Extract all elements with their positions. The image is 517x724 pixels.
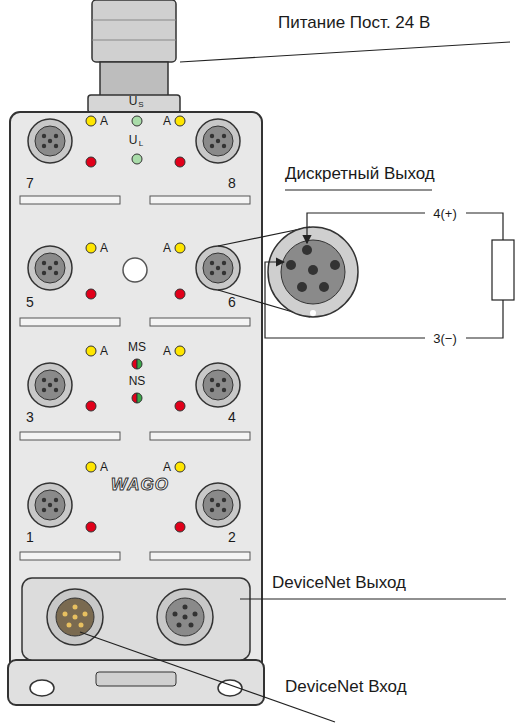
led-label: A <box>163 242 171 254</box>
callout-label: DeviceNet Вход <box>285 678 407 695</box>
port-number: 2 <box>228 530 236 544</box>
led-label: U <box>129 95 138 107</box>
port-number: 6 <box>228 295 236 309</box>
led-label: A <box>163 115 171 127</box>
led-label: NS <box>129 375 146 387</box>
led-subscript: L <box>139 140 143 148</box>
led-label: A <box>163 461 171 473</box>
port-number: 3 <box>26 410 34 424</box>
led-label: A <box>100 242 108 254</box>
port-number: 8 <box>228 176 236 190</box>
callout-label: Питание Пост. 24 В <box>278 14 430 31</box>
port-number: 7 <box>26 176 34 190</box>
led-label: U <box>129 134 138 146</box>
callout-label: Дискретный Выход <box>285 165 435 182</box>
led-label: A <box>100 115 108 127</box>
pin-label: 4(+) <box>433 207 456 220</box>
led-label: A <box>163 345 171 357</box>
port-number: 1 <box>26 530 34 544</box>
led-subscript: S <box>138 101 143 109</box>
port-number: 4 <box>228 410 236 424</box>
led-label: A <box>100 461 108 473</box>
pin-label: 3(−) <box>433 332 456 345</box>
brand-logo: WAGO <box>111 476 169 493</box>
led-label: A <box>100 345 108 357</box>
callout-label: DeviceNet Выход <box>272 574 406 591</box>
led-label: MS <box>128 341 146 353</box>
port-number: 5 <box>26 295 34 309</box>
